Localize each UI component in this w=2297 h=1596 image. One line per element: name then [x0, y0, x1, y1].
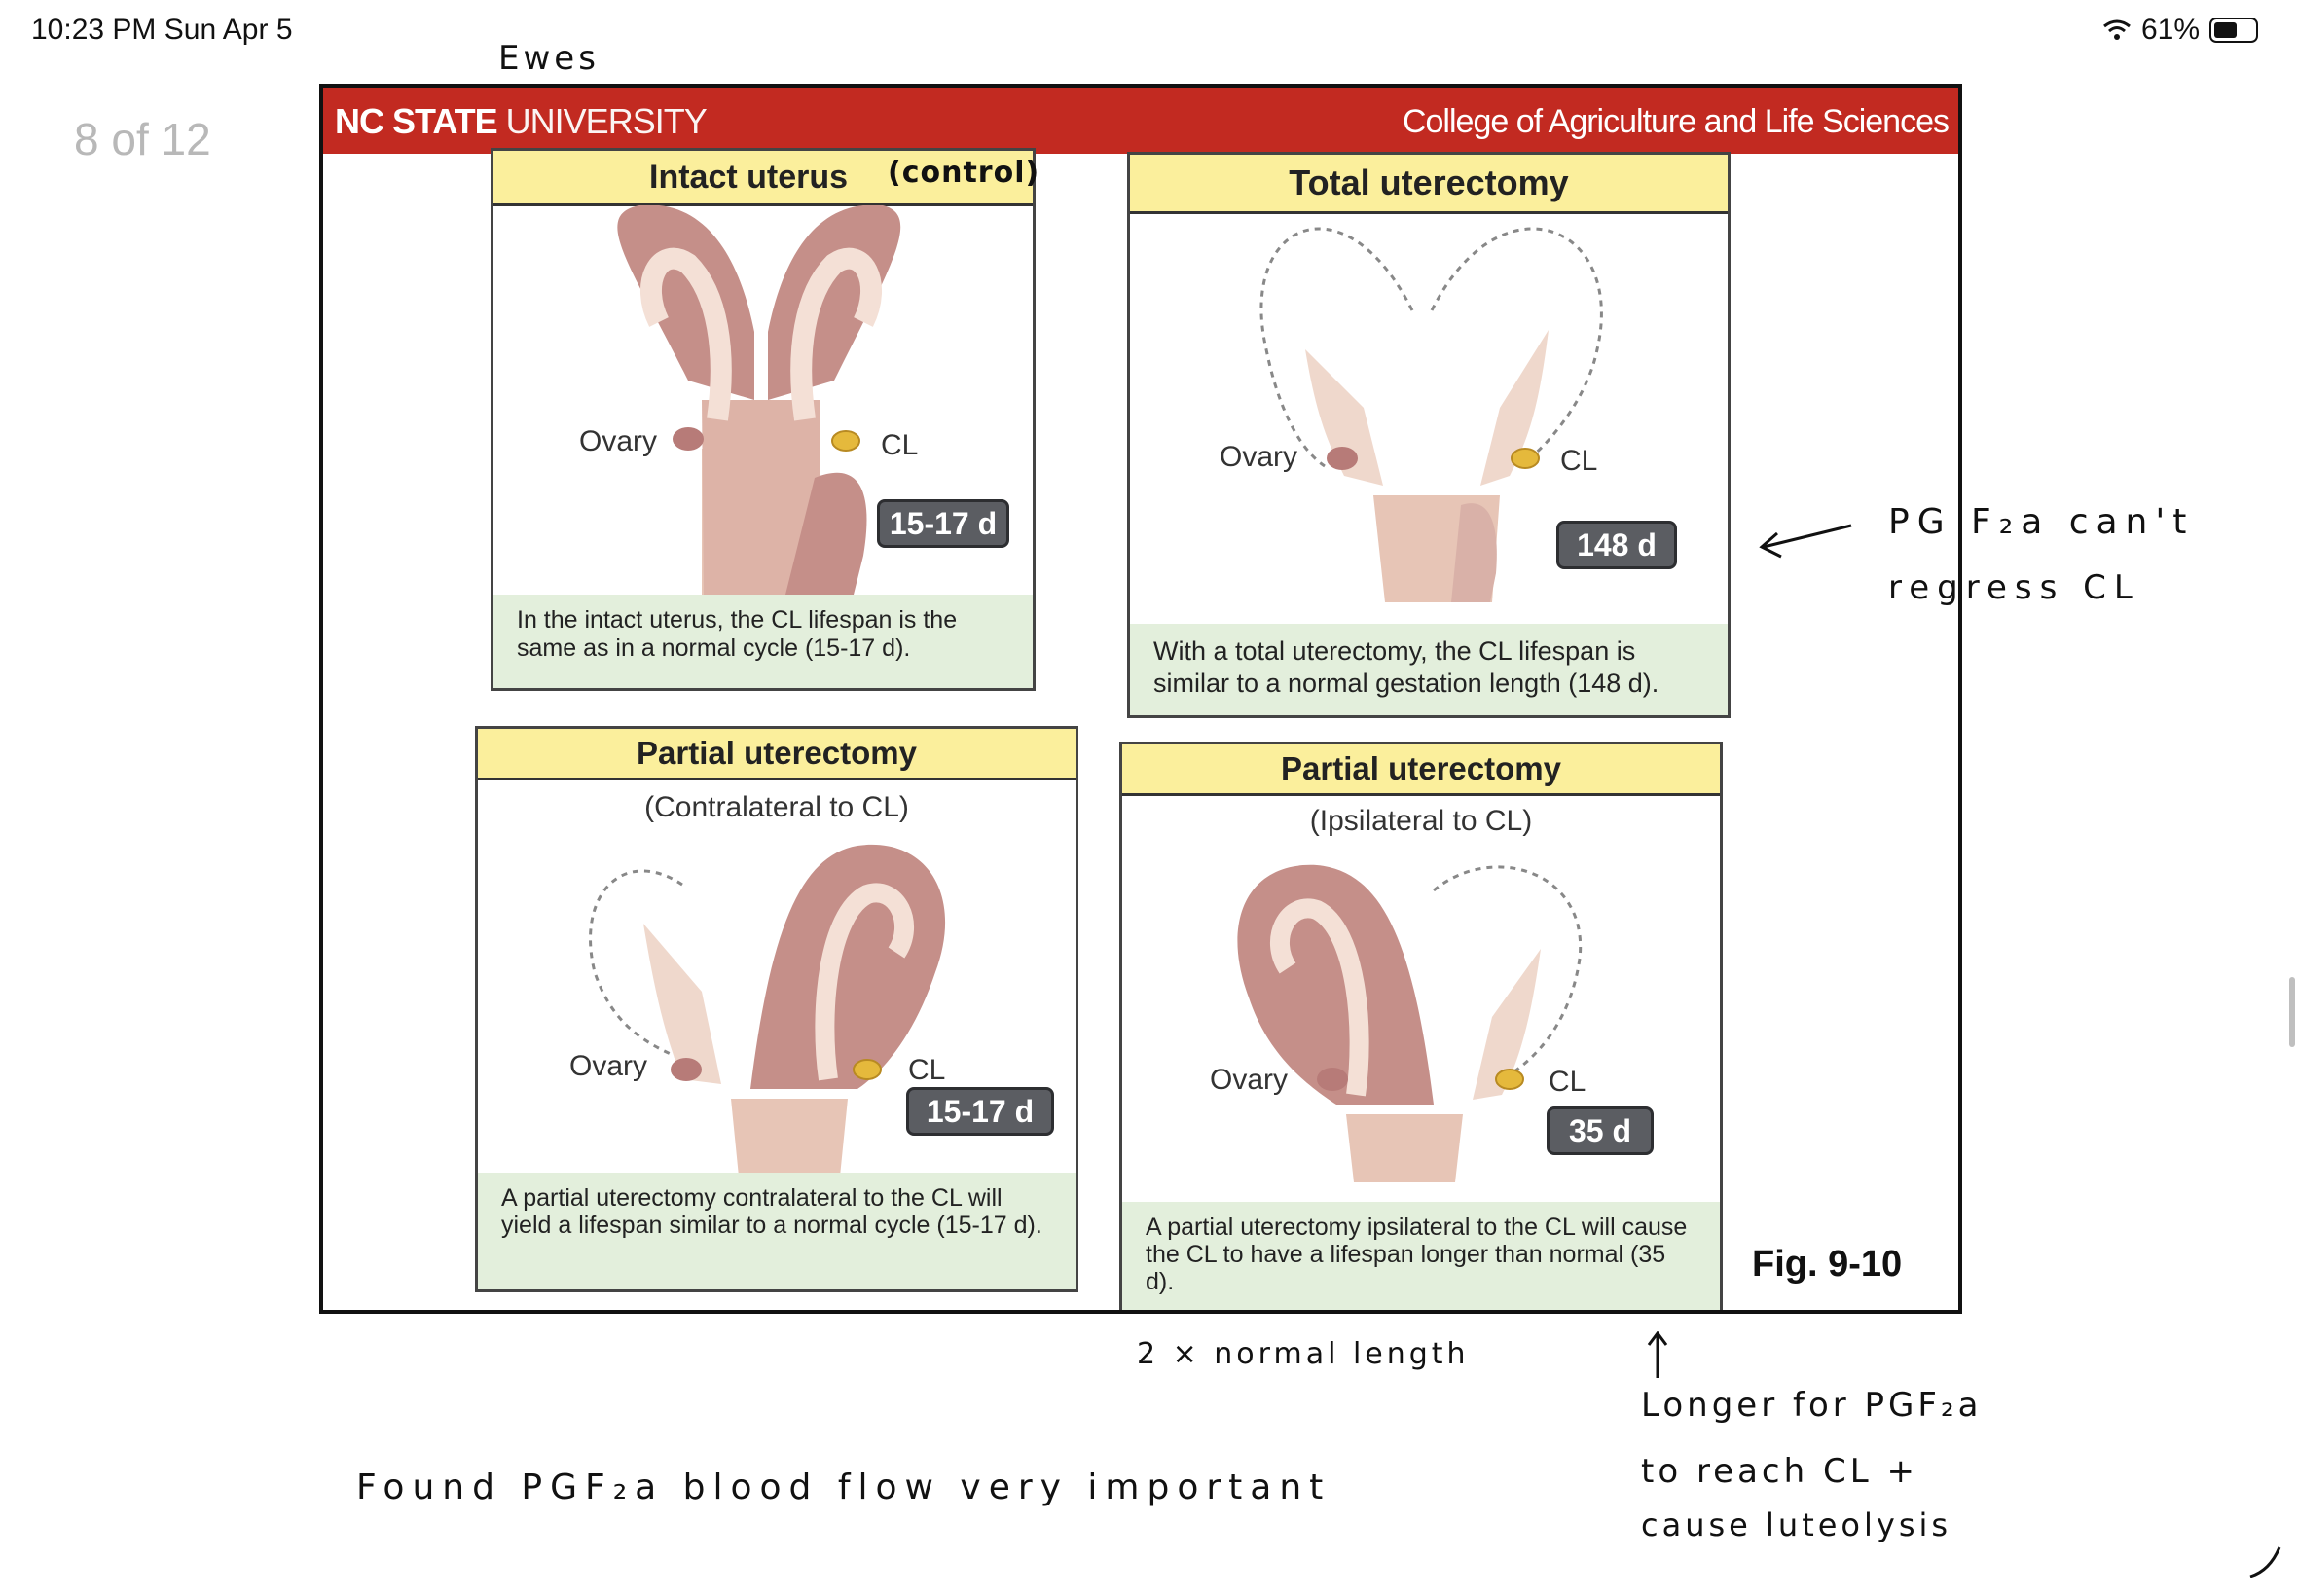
status-time: 10:23 PM Sun Apr 5: [31, 14, 293, 46]
slide: NC STATE UNIVERSITY College of Agricultu…: [319, 84, 1962, 1314]
page-indicator: 8 of 12: [74, 114, 211, 164]
note-longer-3: cause luteolysis: [1641, 1506, 1952, 1543]
slide-banner: NC STATE UNIVERSITY College of Agricultu…: [323, 88, 1958, 154]
note-ewes: Ewes: [498, 39, 600, 78]
figure-label: Fig. 9-10: [1752, 1244, 1903, 1285]
duration-badge: 148 d: [1556, 521, 1677, 569]
duration-badge: 15-17 d: [877, 499, 1009, 548]
panel-partial-ipsilateral: Partial uterectomy (Ipsilateral to CL) O…: [1119, 742, 1723, 1310]
panel-caption: A partial uterectomy ipsilateral to the …: [1122, 1202, 1720, 1310]
college-name: College of Agriculture and Life Sciences: [1402, 103, 1950, 140]
panel-title: Partial uterectomy: [1122, 744, 1720, 796]
note-normal-length: 2 × normal length: [1137, 1337, 1470, 1371]
cl-label: CL: [908, 1054, 946, 1086]
cl-label: CL: [1560, 445, 1598, 477]
arrow-up-icon: [1647, 1331, 1668, 1378]
duration-badge: 35 d: [1547, 1106, 1654, 1155]
ovary-label: Ovary: [579, 425, 658, 457]
note-control: (control): [888, 156, 1040, 190]
wifi-icon: [2103, 19, 2131, 40]
uterus-illustration: [617, 205, 901, 595]
university-name-rest: UNIVERSITY: [505, 101, 708, 141]
cl-label: CL: [881, 429, 919, 461]
note-longer-1: Longer for PGF₂a: [1641, 1386, 1983, 1425]
panel-title: Intact uterus: [493, 151, 1033, 206]
panel-title: Total uterectomy: [1130, 155, 1728, 214]
panel-caption: With a total uterectomy, the CL lifespan…: [1130, 624, 1728, 715]
note-bottom: Found PGF₂a blood flow very important: [356, 1468, 1331, 1507]
university-logo: NC STATE UNIVERSITY: [335, 101, 708, 142]
panel-subtitle: (Ipsilateral to CL): [1309, 805, 1533, 837]
arrow-left-icon: [1759, 524, 1852, 559]
uterus-illustration: [1237, 864, 1583, 1182]
panel-partial-contralateral: Partial uterectomy (Contralateral to CL)…: [475, 726, 1078, 1292]
status-bar: 10:23 PM Sun Apr 5 61%: [0, 0, 2297, 58]
note-regress-cl: regress CL: [1888, 568, 2140, 607]
panel-caption: A partial uterectomy contralateral to th…: [478, 1173, 1076, 1289]
ovary-label: Ovary: [1210, 1064, 1289, 1096]
uterus-illustration: [589, 844, 946, 1177]
duration-badge: 15-17 d: [906, 1087, 1054, 1136]
battery-percent: 61%: [2140, 14, 2200, 46]
uterus-illustration: [1259, 227, 1603, 602]
scrollbar[interactable]: [2289, 977, 2295, 1047]
cl-label: CL: [1549, 1066, 1586, 1098]
panel-total-uterectomy: Total uterectomy Ovary CL 148 d With a t…: [1127, 152, 1731, 718]
panel-title: Partial uterectomy: [478, 729, 1076, 780]
panel-subtitle: (Contralateral to CL): [644, 791, 909, 823]
note-longer-2: to reach CL +: [1641, 1452, 1918, 1491]
university-name-bold: NC STATE: [335, 101, 498, 141]
ovary-label: Ovary: [1220, 441, 1298, 473]
status-right: 61%: [2102, 14, 2258, 47]
pen-stroke: [2249, 1546, 2281, 1578]
panel-intact-uterus: Intact uterus Ovary CL 15-17 d In the in…: [491, 148, 1036, 691]
panel-caption: In the intact uterus, the CL lifespan is…: [493, 595, 1033, 688]
ovary-label: Ovary: [569, 1050, 648, 1082]
note-pgf-cant: PG F₂a can't: [1888, 502, 2195, 542]
battery-icon: [2209, 18, 2258, 43]
